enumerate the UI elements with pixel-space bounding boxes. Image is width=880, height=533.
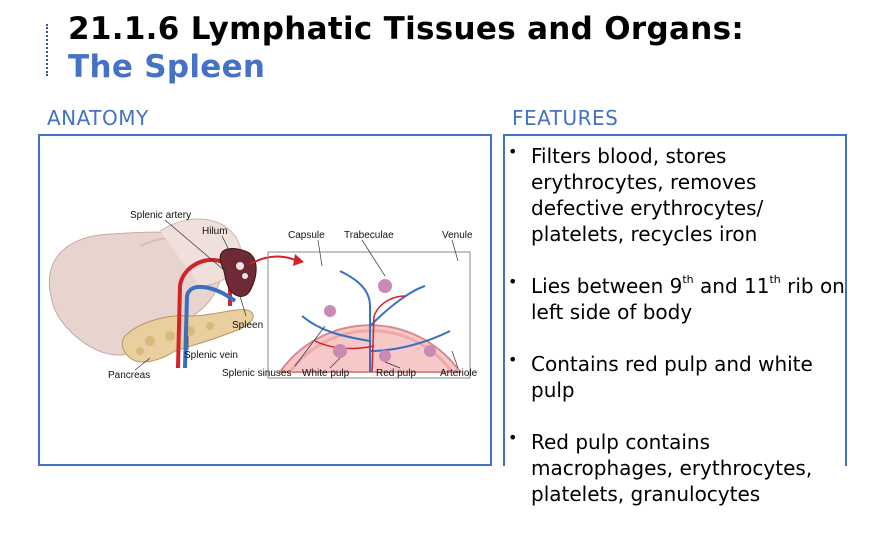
bullet-dot: •: [508, 428, 518, 447]
spleen-shape: [219, 248, 257, 297]
label-pancreas: Pancreas: [108, 370, 150, 381]
label-white-pulp: White pulp: [302, 368, 350, 379]
label-hilum: Hilum: [202, 226, 228, 237]
anatomy-header: ANATOMY: [47, 106, 149, 130]
label-trabeculae: Trabeculae: [344, 230, 394, 241]
anatomy-panel: Splenic artery Hilum Capsule Trabeculae …: [38, 134, 492, 466]
features-list: •Filters blood, stores erythrocytes, rem…: [508, 142, 848, 533]
label-arteriole: Arteriole: [440, 368, 478, 379]
feature-bullet-4: •Red pulp contains macrophages, erythroc…: [508, 428, 848, 507]
label-splenic-vein: Splenic vein: [184, 350, 238, 361]
title-line-1: 21.1.6 Lymphatic Tissues and Organs:: [68, 11, 745, 47]
feature-bullet-2: •Lies between 9th and 11th rib on left s…: [508, 272, 848, 325]
bullet-dot: •: [508, 142, 518, 161]
decorative-dotted-line: [46, 24, 51, 76]
label-capsule: Capsule: [288, 230, 325, 241]
features-panel: [503, 134, 847, 466]
features-header: FEATURES: [512, 106, 619, 130]
label-red-pulp: Red pulp: [376, 368, 416, 379]
title-line-2: The Spleen: [68, 49, 266, 85]
label-venule: Venule: [442, 230, 473, 241]
label-splenic-artery: Splenic artery: [130, 210, 191, 221]
slide-title: 21.1.6 Lymphatic Tissues and Organs: The…: [68, 10, 744, 86]
bullet-dot: •: [508, 350, 518, 369]
feature-bullet-1: •Filters blood, stores erythrocytes, rem…: [508, 142, 848, 247]
label-splenic-sinuses: Splenic sinuses: [222, 368, 291, 379]
feature-bullet-3: •Contains red pulp and white pulp: [508, 350, 848, 403]
label-spleen: Spleen: [232, 320, 263, 331]
bullet-dot: •: [508, 272, 518, 291]
spleen-anatomy-illustration: Splenic artery Hilum Capsule Trabeculae …: [48, 210, 478, 381]
